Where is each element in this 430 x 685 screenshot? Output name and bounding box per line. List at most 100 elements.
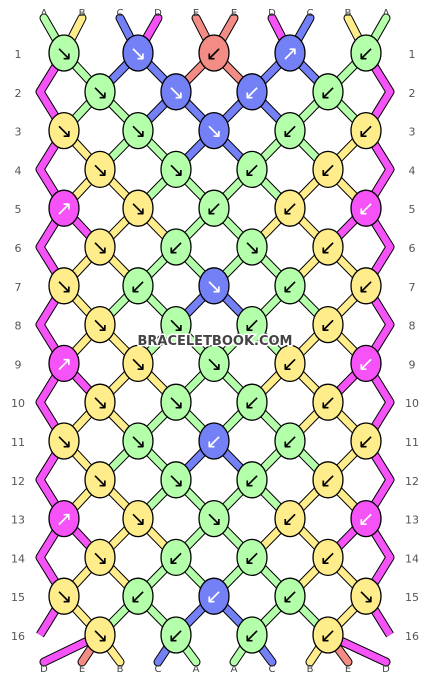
knot[interactable]: ↙ <box>350 267 382 305</box>
knot[interactable]: ↘ <box>48 422 80 460</box>
knot[interactable]: ↘ <box>160 305 192 344</box>
knot[interactable]: ↙ <box>160 538 192 577</box>
knot[interactable]: ↙ <box>198 189 230 227</box>
knot[interactable]: ↙ <box>236 305 268 344</box>
knot[interactable]: ↘ <box>84 538 116 577</box>
knot[interactable]: ↘ <box>84 305 116 344</box>
knot[interactable]: ↘ <box>198 267 230 305</box>
knot[interactable]: ↙ <box>350 499 382 538</box>
knot[interactable]: ↘ <box>122 34 154 72</box>
knot[interactable]: ↘ <box>160 73 192 111</box>
knot[interactable]: ↙ <box>122 577 154 615</box>
knot-arrow-icon: ↙ <box>320 235 337 259</box>
knot[interactable]: ↙ <box>160 228 192 266</box>
thread-label-top: A <box>383 8 390 19</box>
knot-arrow-icon: ↙ <box>244 157 261 181</box>
knot-arrow-icon: ↙ <box>168 623 185 647</box>
knot[interactable]: ↙ <box>350 189 382 227</box>
knot[interactable]: ↘ <box>122 189 154 227</box>
knot[interactable]: ↘ <box>48 267 80 305</box>
knot[interactable]: ↗ <box>274 34 306 72</box>
knot[interactable]: ↙ <box>274 577 306 615</box>
knot[interactable]: ↙ <box>274 189 306 227</box>
knot[interactable]: ↙ <box>236 73 268 111</box>
knot[interactable]: ↙ <box>312 383 344 421</box>
knot-arrow-icon: ↘ <box>168 313 185 337</box>
knot[interactable]: ↘ <box>84 616 116 654</box>
knot[interactable]: ↘ <box>160 461 192 499</box>
knot-arrow-icon: ↘ <box>206 274 223 298</box>
knot[interactable]: ↘ <box>122 499 154 538</box>
knot-arrow-icon: ↙ <box>358 274 375 298</box>
knot[interactable]: ↘ <box>160 383 192 421</box>
knot[interactable]: ↙ <box>236 461 268 499</box>
thread-label-bottom: D <box>40 664 48 675</box>
knot[interactable]: ↙ <box>274 499 306 538</box>
knot[interactable]: ↙ <box>312 150 344 189</box>
knot-arrow-icon: ↘ <box>92 80 109 104</box>
knot[interactable]: ↙ <box>312 616 344 654</box>
knot-arrow-icon: ↙ <box>358 507 375 531</box>
knot[interactable]: ↙ <box>198 577 230 615</box>
knot-arrow-icon: ↙ <box>244 313 261 337</box>
knot[interactable]: ↘ <box>122 111 154 150</box>
knot[interactable]: ↘ <box>236 228 268 266</box>
thread-label-top: D <box>154 8 162 19</box>
knot[interactable]: ↘ <box>198 499 230 538</box>
knot[interactable]: ↙ <box>350 344 382 383</box>
knot[interactable]: ↘ <box>48 111 80 150</box>
knot[interactable]: ↙ <box>350 34 382 72</box>
row-number-right: 8 <box>409 320 416 333</box>
knot[interactable]: ↘ <box>84 73 116 111</box>
knot[interactable]: ↙ <box>198 422 230 460</box>
thread-label-bottom: A <box>193 664 200 675</box>
knot[interactable]: ↙ <box>122 267 154 305</box>
knot-arrow-icon: ↘ <box>130 196 147 220</box>
knot[interactable]: ↘ <box>350 577 382 615</box>
knot[interactable]: ↙ <box>312 73 344 111</box>
knot[interactable]: ↙ <box>312 228 344 266</box>
knot[interactable]: ↗ <box>48 189 80 227</box>
knot-arrow-icon: ↙ <box>320 545 337 569</box>
knot[interactable]: ↙ <box>274 267 306 305</box>
knot-arrow-icon: ↙ <box>282 584 299 608</box>
row-number-right: 1 <box>409 48 416 61</box>
knot[interactable]: ↙ <box>236 616 268 654</box>
row-number-right: 11 <box>405 436 419 449</box>
row-number-left: 12 <box>11 475 25 488</box>
knot[interactable]: ↘ <box>48 577 80 615</box>
knot[interactable]: ↘ <box>198 344 230 383</box>
knot[interactable]: ↙ <box>236 538 268 577</box>
knot-arrow-icon: ↘ <box>92 390 109 414</box>
row-number-right: 9 <box>409 358 416 371</box>
knot[interactable]: ↙ <box>236 150 268 189</box>
knot[interactable]: ↗ <box>48 499 80 538</box>
knot[interactable]: ↘ <box>84 150 116 189</box>
knot[interactable]: ↗ <box>48 344 80 383</box>
thread-label-top: A <box>41 8 48 19</box>
knot[interactable]: ↙ <box>274 111 306 150</box>
knot[interactable]: ↙ <box>312 538 344 577</box>
row-number-right: 12 <box>405 475 419 488</box>
row-number-right: 4 <box>409 164 416 177</box>
knot[interactable]: ↙ <box>274 422 306 460</box>
knot[interactable]: ↙ <box>350 111 382 150</box>
knot[interactable]: ↘ <box>84 228 116 266</box>
knot[interactable]: ↘ <box>198 111 230 150</box>
knot[interactable]: ↙ <box>350 422 382 460</box>
knot[interactable]: ↘ <box>84 383 116 421</box>
knot[interactable]: ↙ <box>312 461 344 499</box>
row-number-left: 16 <box>11 630 25 643</box>
knot[interactable]: ↙ <box>274 344 306 383</box>
knot[interactable]: ↙ <box>160 616 192 654</box>
knot[interactable]: ↘ <box>48 34 80 72</box>
knot[interactable]: ↙ <box>198 34 230 72</box>
knot[interactable]: ↙ <box>312 305 344 344</box>
knot[interactable]: ↘ <box>122 422 154 460</box>
knot[interactable]: ↙ <box>236 383 268 421</box>
knot-arrow-icon: ↙ <box>282 119 299 143</box>
knot[interactable]: ↘ <box>160 150 192 189</box>
knot[interactable]: ↘ <box>84 461 116 499</box>
knot[interactable]: ↘ <box>122 344 154 383</box>
